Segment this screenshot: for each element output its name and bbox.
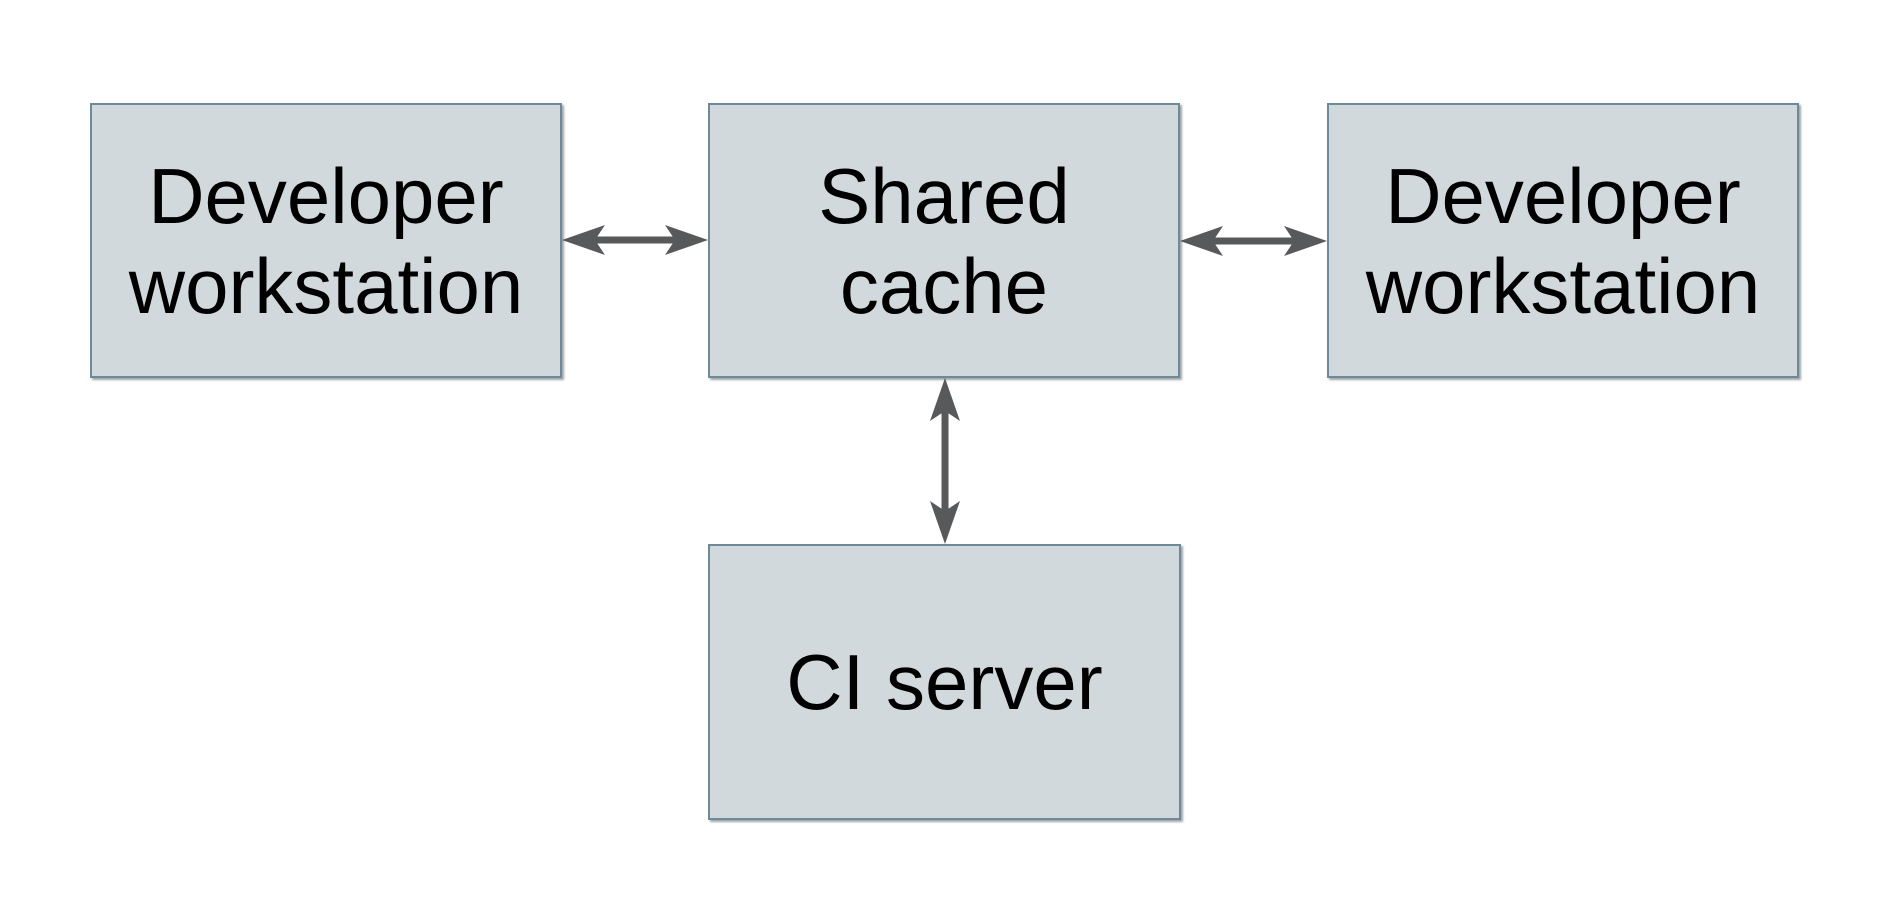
node-label-line: Developer: [148, 151, 504, 240]
node-label-line: Shared: [818, 151, 1070, 240]
node-label-line: workstation: [1365, 241, 1761, 330]
node-label-line: workstation: [128, 241, 524, 330]
bidirectional-arrow-left-cache: [562, 225, 708, 255]
node-developer-workstation-right: Developer workstation: [1327, 103, 1799, 378]
bidirectional-arrow-cache-right: [1180, 226, 1327, 256]
bidirectional-arrow-cache-ci: [930, 378, 960, 544]
node-shared-cache: Shared cache: [708, 103, 1180, 378]
node-label-line: Developer: [1385, 151, 1741, 240]
node-label-line: CI server: [786, 638, 1103, 726]
node-developer-workstation-left: Developer workstation: [90, 103, 562, 378]
node-ci-server: CI server: [708, 544, 1181, 820]
node-label-line: cache: [839, 241, 1049, 330]
